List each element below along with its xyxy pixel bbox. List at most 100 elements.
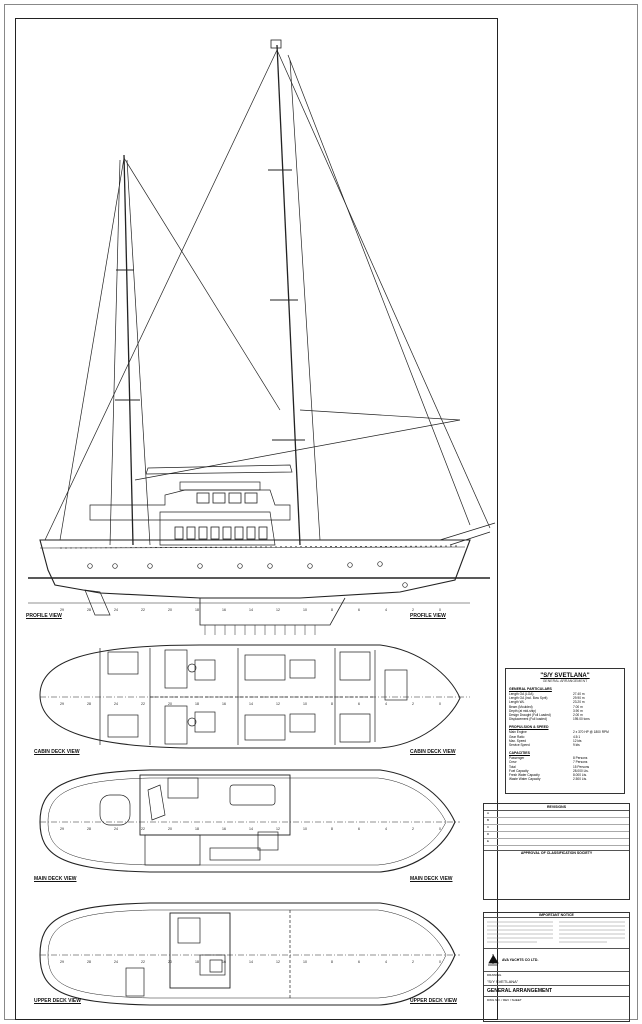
station-number: 24: [114, 827, 118, 831]
station-number: 28: [87, 608, 91, 612]
spec-key: Fresh Water Capacity: [509, 773, 540, 778]
spec-row: Depth (at mid-ship)3.90 m: [509, 709, 621, 713]
main-mast: [276, 44, 301, 546]
spec-row: Gear Ratio 4.5:1: [509, 735, 621, 739]
station-number: 6: [358, 702, 360, 706]
spec-key: Beam (Moulded): [509, 704, 533, 709]
wheelhouse: [169, 912, 231, 989]
spec-key: Length OA (Incl. Bow Sprit): [509, 696, 548, 701]
spec-value: 7 Persons: [573, 760, 588, 765]
drawing-title: GENERAL ARRANGEMENT: [484, 985, 629, 996]
upper-deck-outline: [39, 902, 456, 1006]
profile-view-label-left: PROFILE VIEW: [26, 613, 62, 619]
spec-row: Waste Water Capacity 2.500 Lts.: [509, 777, 621, 781]
spec-value: 2 x 370 HP @ 1800 RPM: [573, 730, 609, 735]
spec-value: 8 Persons: [573, 756, 588, 761]
cabin-deck-label-left: CABIN DECK VIEW: [34, 749, 80, 755]
important-notice-text: [484, 918, 629, 948]
drawing-footer: DWG NO. / REV / SHEET: [484, 996, 629, 1003]
station-number: 8: [331, 960, 333, 964]
spec-key: Waste Water Capacity: [509, 777, 541, 782]
station-number: 28: [87, 702, 91, 706]
station-number: 12: [276, 608, 280, 612]
station-number: 20: [168, 827, 172, 831]
spec-value: 27.40 m: [573, 692, 585, 696]
station-number: 22: [141, 608, 145, 612]
spec-key: Passenger: [509, 756, 525, 761]
spec-row: Design Draught (Full Loaded)2.00 m: [509, 713, 621, 717]
main-deck-label-right: MAIN DECK VIEW: [410, 876, 453, 882]
station-number: 28: [87, 827, 91, 831]
spec-row: Length OA (Incl. Bow Sprit)29.90 m: [509, 696, 621, 700]
station-number: 6: [358, 827, 360, 831]
revision-line: C: [484, 825, 629, 832]
spec-value: 2.500 Lts.: [573, 777, 587, 782]
upper-deck-view: [39, 902, 460, 1006]
station-number: 22: [141, 960, 145, 964]
spec-row: Length OA (LOA) 27.40 m: [509, 692, 621, 696]
project-name: "S/Y SVETLANA": [487, 979, 519, 984]
station-number: 20: [168, 702, 172, 706]
station-number: 29: [60, 960, 64, 964]
spec-key: Length WL: [509, 700, 525, 705]
station-number: 12: [276, 960, 280, 964]
spec-value: 7.00 m: [573, 704, 583, 709]
spec-section-heading: GENERAL PARTICULARS: [509, 687, 552, 691]
spec-key: Displacement (Full loaded): [509, 717, 547, 722]
station-number: 2: [412, 960, 414, 964]
station-number: 24: [114, 960, 118, 964]
spec-key: Gear Ratio: [509, 734, 525, 739]
spec-key: Length OA (LOA): [509, 692, 534, 696]
approval-title: APPROVAL OF CLASSIFICATION SOCIETY: [484, 850, 629, 855]
station-number: 0: [439, 702, 441, 706]
company-row: AVA YACHTS CO LTD.: [484, 948, 629, 971]
revision-line: A: [484, 811, 629, 818]
spec-value: 4.5:1: [573, 734, 581, 739]
spec-key: Total: [509, 764, 516, 769]
main-saloon: [139, 774, 291, 836]
spec-key: Max. Speed: [509, 738, 527, 743]
spec-row: Displacement (Full loaded) 195.00 tons: [509, 717, 621, 721]
station-number: 20: [168, 608, 172, 612]
spec-value: 28.000 Lts.: [573, 768, 589, 773]
company-logo-icon: [484, 953, 502, 967]
station-number: 24: [114, 608, 118, 612]
station-number: 0: [439, 827, 441, 831]
station-number: 8: [331, 702, 333, 706]
station-number: 28: [87, 960, 91, 964]
spec-value: 8.000 Lts.: [573, 773, 587, 778]
station-number: 16: [222, 702, 226, 706]
station-number: 12: [276, 827, 280, 831]
station-number: 24: [114, 702, 118, 706]
profile-view-label-right: PROFILE VIEW: [410, 613, 446, 619]
station-number: 16: [222, 960, 226, 964]
mizzen-mast: [123, 154, 134, 546]
station-number: 2: [412, 702, 414, 706]
vessel-name: "S/Y SVETLANA": [540, 673, 590, 679]
spec-value: 23.20 m: [573, 700, 585, 705]
spec-key: Service Speed: [509, 743, 530, 748]
notice-text-lines: [487, 921, 625, 943]
spec-value: 3.90 m: [573, 708, 583, 713]
station-number: 0: [439, 960, 441, 964]
station-number: 18: [195, 702, 199, 706]
drawing-frame: [15, 18, 498, 1020]
station-number: 18: [195, 827, 199, 831]
station-number: 4: [385, 960, 387, 964]
revision-line: D: [484, 832, 629, 839]
station-number: 14: [249, 960, 253, 964]
spec-value: 195.00 tons: [573, 717, 590, 722]
spec-row: Length WL 23.20 m: [509, 700, 621, 704]
cabin-deck-view: [39, 644, 470, 749]
station-number: 10: [303, 827, 307, 831]
